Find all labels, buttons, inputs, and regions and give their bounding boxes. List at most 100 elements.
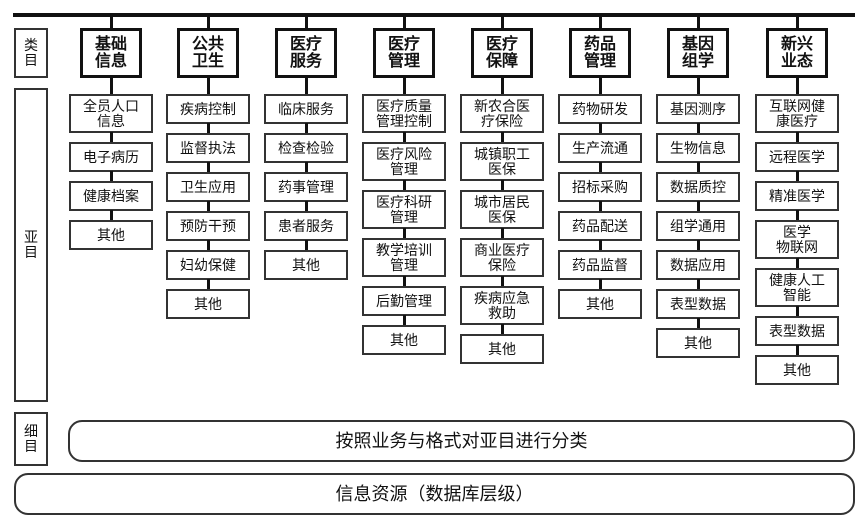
subcategory-item[interactable]: 检查检验 [264,133,348,163]
subcategory-item[interactable]: 后勤管理 [362,286,446,316]
connector-line [696,201,700,212]
subcategory-item[interactable]: 全员人口 信息 [69,94,153,133]
connector-line [206,15,210,28]
detail-classification-row: 按照业务与格式对亚目进行分类 [68,420,855,462]
subcategory-item[interactable]: 疾病应急 救助 [460,286,544,325]
level-label-detail: 细 目 [14,412,48,466]
connector-line [402,77,406,95]
subcategory-item[interactable]: 药物研发 [558,94,642,124]
connector-line [696,240,700,251]
connector-line [795,306,799,317]
subcategory-item[interactable]: 医疗风险 管理 [362,142,446,181]
subcategory-item[interactable]: 城镇职工 医保 [460,142,544,181]
category-header-col-medical-service[interactable]: 医疗 服务 [275,28,337,78]
connector-line [206,279,210,290]
subcategory-item[interactable]: 城市居民 医保 [460,190,544,229]
subcategory-item[interactable]: 其他 [264,250,348,280]
subcategory-item[interactable]: 生产流通 [558,133,642,163]
category-header-col-basic-info[interactable]: 基础 信息 [80,28,142,78]
subcategory-item[interactable]: 其他 [362,325,446,355]
connector-line [206,123,210,134]
subcategory-item[interactable]: 医学 物联网 [755,220,839,259]
connector-line [500,180,504,191]
connector-line [795,258,799,269]
category-header-col-medical-management[interactable]: 医疗 管理 [373,28,435,78]
subcategory-item[interactable]: 临床服务 [264,94,348,124]
category-header-col-public-health[interactable]: 公共 卫生 [177,28,239,78]
subcategory-item[interactable]: 预防干预 [166,211,250,241]
connector-line [598,162,602,173]
subcategory-item[interactable]: 健康人工 智能 [755,268,839,307]
information-resource-row: 信息资源（数据库层级） [14,473,855,515]
connector-line [795,77,799,95]
subcategory-item[interactable]: 精准医学 [755,181,839,211]
subcategory-item[interactable]: 卫生应用 [166,172,250,202]
connector-line [206,162,210,173]
category-header-col-drug-management[interactable]: 药品 管理 [569,28,631,78]
connector-line [402,315,406,326]
category-header-col-medical-insurance[interactable]: 医疗 保障 [471,28,533,78]
subcategory-item[interactable]: 医疗科研 管理 [362,190,446,229]
connector-line [696,279,700,290]
subcategory-item[interactable]: 疾病控制 [166,94,250,124]
connector-line [304,123,308,134]
connector-line [109,15,113,28]
subcategory-item[interactable]: 患者服务 [264,211,348,241]
connector-line [206,77,210,95]
subcategory-item[interactable]: 其他 [69,220,153,250]
subcategory-item[interactable]: 远程医学 [755,142,839,172]
subcategory-item[interactable]: 其他 [460,334,544,364]
connector-line [500,324,504,335]
subcategory-item[interactable]: 教学培训 管理 [362,238,446,277]
subcategory-item[interactable]: 互联网健 康医疗 [755,94,839,133]
level-label-category: 类 目 [14,28,48,78]
connector-line [598,279,602,290]
subcategory-item[interactable]: 商业医疗 保险 [460,238,544,277]
subcategory-item[interactable]: 其他 [755,355,839,385]
connector-line [696,15,700,28]
subcategory-item[interactable]: 其他 [558,289,642,319]
subcategory-item[interactable]: 其他 [656,328,740,358]
subcategory-item[interactable]: 招标采购 [558,172,642,202]
connector-line [402,180,406,191]
subcategory-item[interactable]: 表型数据 [755,316,839,346]
subcategory-item[interactable]: 数据质控 [656,172,740,202]
connector-line [696,77,700,95]
subcategory-item[interactable]: 表型数据 [656,289,740,319]
subcategory-item[interactable]: 数据应用 [656,250,740,280]
subcategory-item[interactable]: 药事管理 [264,172,348,202]
subcategory-item[interactable]: 医疗质量 管理控制 [362,94,446,133]
connector-line [206,201,210,212]
connector-line [696,162,700,173]
connector-line [304,77,308,95]
subcategory-item[interactable]: 组学通用 [656,211,740,241]
connector-line [500,15,504,28]
connector-line [598,240,602,251]
connector-line [500,77,504,95]
connector-line [598,201,602,212]
connector-line [696,318,700,329]
subcategory-item[interactable]: 药品监督 [558,250,642,280]
subcategory-item[interactable]: 电子病历 [69,142,153,172]
connector-line [304,201,308,212]
subcategory-item[interactable]: 妇幼保健 [166,250,250,280]
connector-line [304,240,308,251]
connector-line [500,276,504,287]
subcategory-item[interactable]: 新农合医 疗保险 [460,94,544,133]
connector-line [109,210,113,221]
category-header-col-genomics[interactable]: 基因 组学 [667,28,729,78]
subcategory-item[interactable]: 监督执法 [166,133,250,163]
subcategory-item[interactable]: 其他 [166,289,250,319]
connector-line [304,15,308,28]
subcategory-item[interactable]: 生物信息 [656,133,740,163]
subcategory-item[interactable]: 基因测序 [656,94,740,124]
category-header-col-emerging[interactable]: 新兴 业态 [766,28,828,78]
connector-line [795,132,799,143]
connector-line [696,123,700,134]
subcategory-item[interactable]: 健康档案 [69,181,153,211]
connector-line [206,240,210,251]
connector-line [598,15,602,28]
connector-line [402,15,406,28]
subcategory-item[interactable]: 药品配送 [558,211,642,241]
